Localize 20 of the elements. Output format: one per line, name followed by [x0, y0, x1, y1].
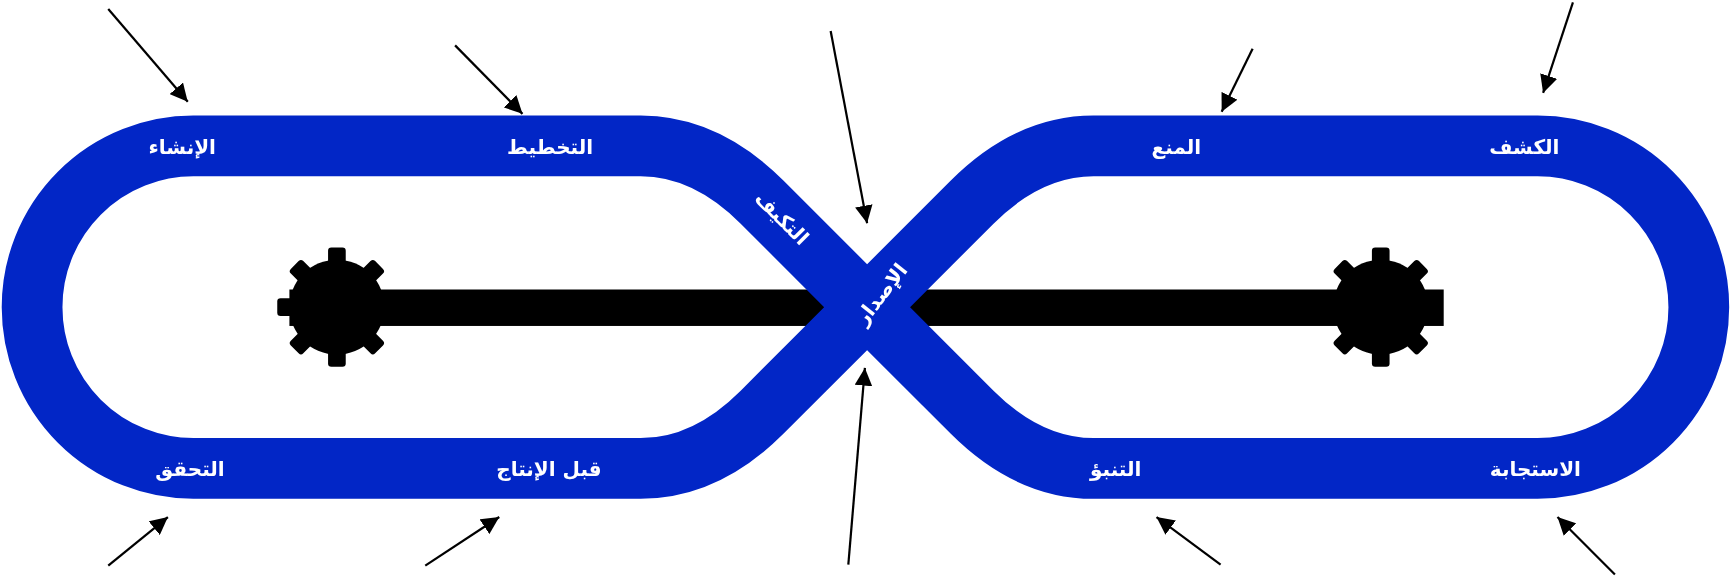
stage-label: الإنشاء [148, 134, 216, 159]
arrow [424, 516, 500, 567]
stage-label: الكشف [1489, 134, 1560, 159]
stage-label: التخطيط [507, 134, 594, 159]
arrow [1155, 516, 1222, 566]
stage-label: الإصدار [850, 258, 913, 330]
arrow [107, 8, 189, 103]
stage-label: التكيف [750, 185, 814, 250]
arrow [1220, 48, 1254, 113]
arrow [829, 30, 873, 224]
arrow [847, 367, 873, 565]
stage-label: الاستجابة [1489, 457, 1581, 482]
stage-label: التحقق [155, 457, 225, 482]
stage-label: قبل الإنتاج [496, 457, 602, 482]
stage-label: المنع [1151, 134, 1202, 159]
arrow [1540, 1, 1574, 94]
arrow [107, 516, 169, 567]
arrow [1556, 516, 1616, 576]
arrow [454, 44, 524, 115]
stage-label: التنبؤ [1089, 457, 1142, 482]
